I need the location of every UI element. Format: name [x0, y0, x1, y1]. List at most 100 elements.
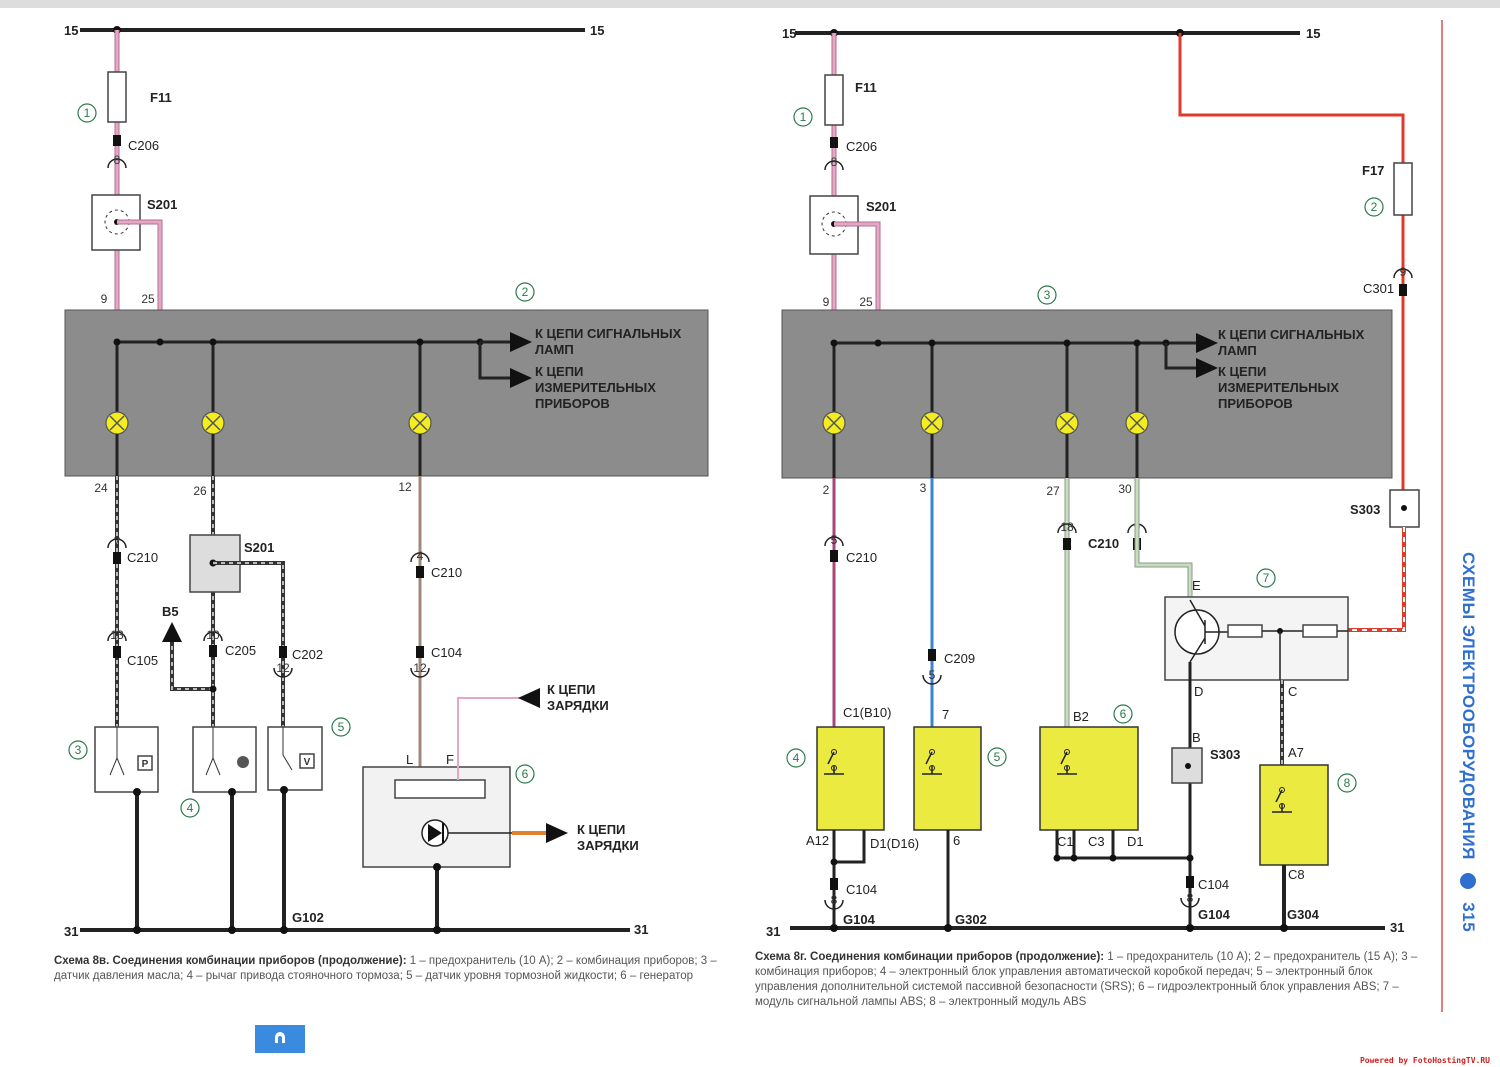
diagram-label: 12 — [413, 661, 427, 675]
diagram-label: 25 — [141, 292, 155, 306]
section-header: СХЕМЫ ЭЛЕКТРООБОРУДОВАНИЯ 315 — [1448, 552, 1478, 1012]
resistor-icon — [1302, 624, 1338, 638]
diagram-8v: 15 15 F11 1 C206 8 S201 9 25 2 К ЦЕПИ СИ… — [64, 23, 709, 939]
diagram-label: 8 — [1187, 891, 1194, 905]
diagram-label: ЗАРЯДКИ — [577, 838, 639, 853]
caption-text: 1 – предохранитель (10 А); 2 – предохран… — [755, 951, 1418, 1008]
diagram-label: 31 — [64, 924, 78, 939]
diagram-label: 27 — [1046, 484, 1060, 498]
diagram-label: B5 — [162, 604, 179, 619]
bus-label: 15 — [590, 23, 604, 38]
instrument-cluster — [64, 309, 709, 477]
lamp-icon — [201, 411, 225, 435]
diagram-label: 13 — [110, 628, 124, 642]
fuse-f17 — [1393, 162, 1413, 216]
diagram-label: C105 — [127, 653, 158, 668]
resistor-icon — [1227, 624, 1263, 638]
arrow-up-icon — [162, 622, 182, 642]
arrow-right-icon — [1196, 333, 1218, 353]
diagram-label: 31 — [766, 924, 780, 939]
diagram-label: 10 — [206, 628, 220, 642]
diagram-label: D1(D16) — [870, 836, 919, 851]
diagram-8g: 15 15 F11 1 C206 8 S201 9 25 3 F17 2 9 C… — [766, 26, 1420, 939]
diagram-label: 3 — [1044, 288, 1051, 302]
diagram-label: 18 — [1060, 520, 1074, 534]
watermark: Powered by FotoHostingTV.RU — [1359, 1056, 1490, 1065]
diagram-label: P — [142, 759, 149, 770]
diagram-label: 2 — [522, 285, 529, 299]
diagram-label: S201 — [244, 540, 274, 555]
diagram-label: 6 — [953, 833, 960, 848]
page-number: 315 — [1459, 902, 1478, 933]
diagram-label: C1(B10) — [843, 705, 891, 720]
wire-red — [1178, 33, 1405, 490]
diagram-label: F — [446, 752, 454, 767]
diagram-label: 2 — [1371, 200, 1378, 214]
diagram-label: C210 — [846, 550, 877, 565]
callout-1 — [77, 103, 97, 123]
diagram-label: 1 — [800, 110, 807, 124]
diagram-label: 4 — [417, 549, 424, 563]
fuse-f11 — [824, 74, 844, 126]
diagram-label: S303 — [1210, 747, 1240, 762]
diagram-label: ПРИБОРОВ — [1218, 396, 1293, 411]
diagram-label: 4 — [793, 751, 800, 765]
diagram-label: 24 — [94, 481, 108, 495]
diagram-label: 8 — [831, 893, 838, 907]
arrow-right-icon — [510, 368, 532, 388]
caption-8g: Схема 8г. Соединения комбинации приборов… — [755, 950, 1435, 1010]
diagram-label: 8 — [831, 155, 838, 169]
transmission-control-unit — [816, 726, 885, 831]
diagram-label: C209 — [944, 651, 975, 666]
diagram-label: 9 — [1400, 265, 1407, 279]
diagram-label: C210 — [431, 565, 462, 580]
diagram-label: 12 — [398, 480, 412, 494]
fuse-f11 — [107, 71, 127, 123]
srs-control-unit — [913, 726, 982, 831]
transistor-icon — [1174, 599, 1228, 663]
diagram-label: 7 — [942, 707, 949, 722]
lamp-icon — [1055, 411, 1079, 435]
diagram-label: 5 — [831, 533, 838, 547]
diagram-label: A7 — [1288, 745, 1304, 760]
diagram-label: C104 — [431, 645, 462, 660]
diagram-label: G104 — [843, 912, 876, 927]
diagram-label: D — [1194, 684, 1203, 699]
diagram-label: 9 — [823, 295, 830, 309]
section-title: СХЕМЫ ЭЛЕКТРООБОРУДОВАНИЯ — [1459, 552, 1478, 860]
diagram-label: К ЦЕПИ — [547, 682, 595, 697]
caption-8v: Схема 8в. Соединения комбинации приборов… — [54, 954, 734, 984]
diagram-label: 5 — [929, 668, 936, 682]
abs-hydraulic-unit — [1039, 726, 1139, 831]
diagram-label: 15 — [1306, 26, 1320, 41]
diagram-label: E — [1192, 578, 1201, 593]
diagram-label: C301 — [1363, 281, 1394, 296]
diagram-label: G104 — [1198, 907, 1231, 922]
diagram-label: 9 — [101, 292, 108, 306]
diagram-label: 15 — [782, 26, 796, 41]
arrow-left-icon — [518, 688, 540, 708]
diagram-label: К ЦЕПИ СИГНАЛЬНЫХ — [535, 326, 682, 341]
diagram-label: 5 — [994, 750, 1001, 764]
lamp-icon — [408, 411, 432, 435]
diagram-label: 3 — [75, 743, 82, 757]
diagram-label: К ЦЕПИ — [535, 364, 583, 379]
diagram-label: 3 — [920, 481, 927, 495]
diagram-label: F11 — [855, 80, 877, 95]
diagram-label: G302 — [955, 912, 987, 927]
diagram-label: C210 — [1088, 536, 1119, 551]
diagram-label: К ЦЕПИ — [1218, 364, 1266, 379]
lamp-icon — [105, 411, 129, 435]
diagram-label: C3 — [1088, 834, 1105, 849]
blue-dot-icon — [1460, 873, 1476, 890]
diagram-label: G304 — [1287, 907, 1320, 922]
arrow-right-icon — [1196, 358, 1218, 378]
diagram-label: ЗАРЯДКИ — [547, 698, 609, 713]
diagram-label: C210 — [127, 550, 158, 565]
diagram-label: A12 — [806, 833, 829, 848]
diode-icon — [421, 819, 449, 847]
diagram-label: D1 — [1127, 834, 1144, 849]
diagram-label: C206 — [846, 139, 877, 154]
diagram-label: 6 — [522, 767, 529, 781]
